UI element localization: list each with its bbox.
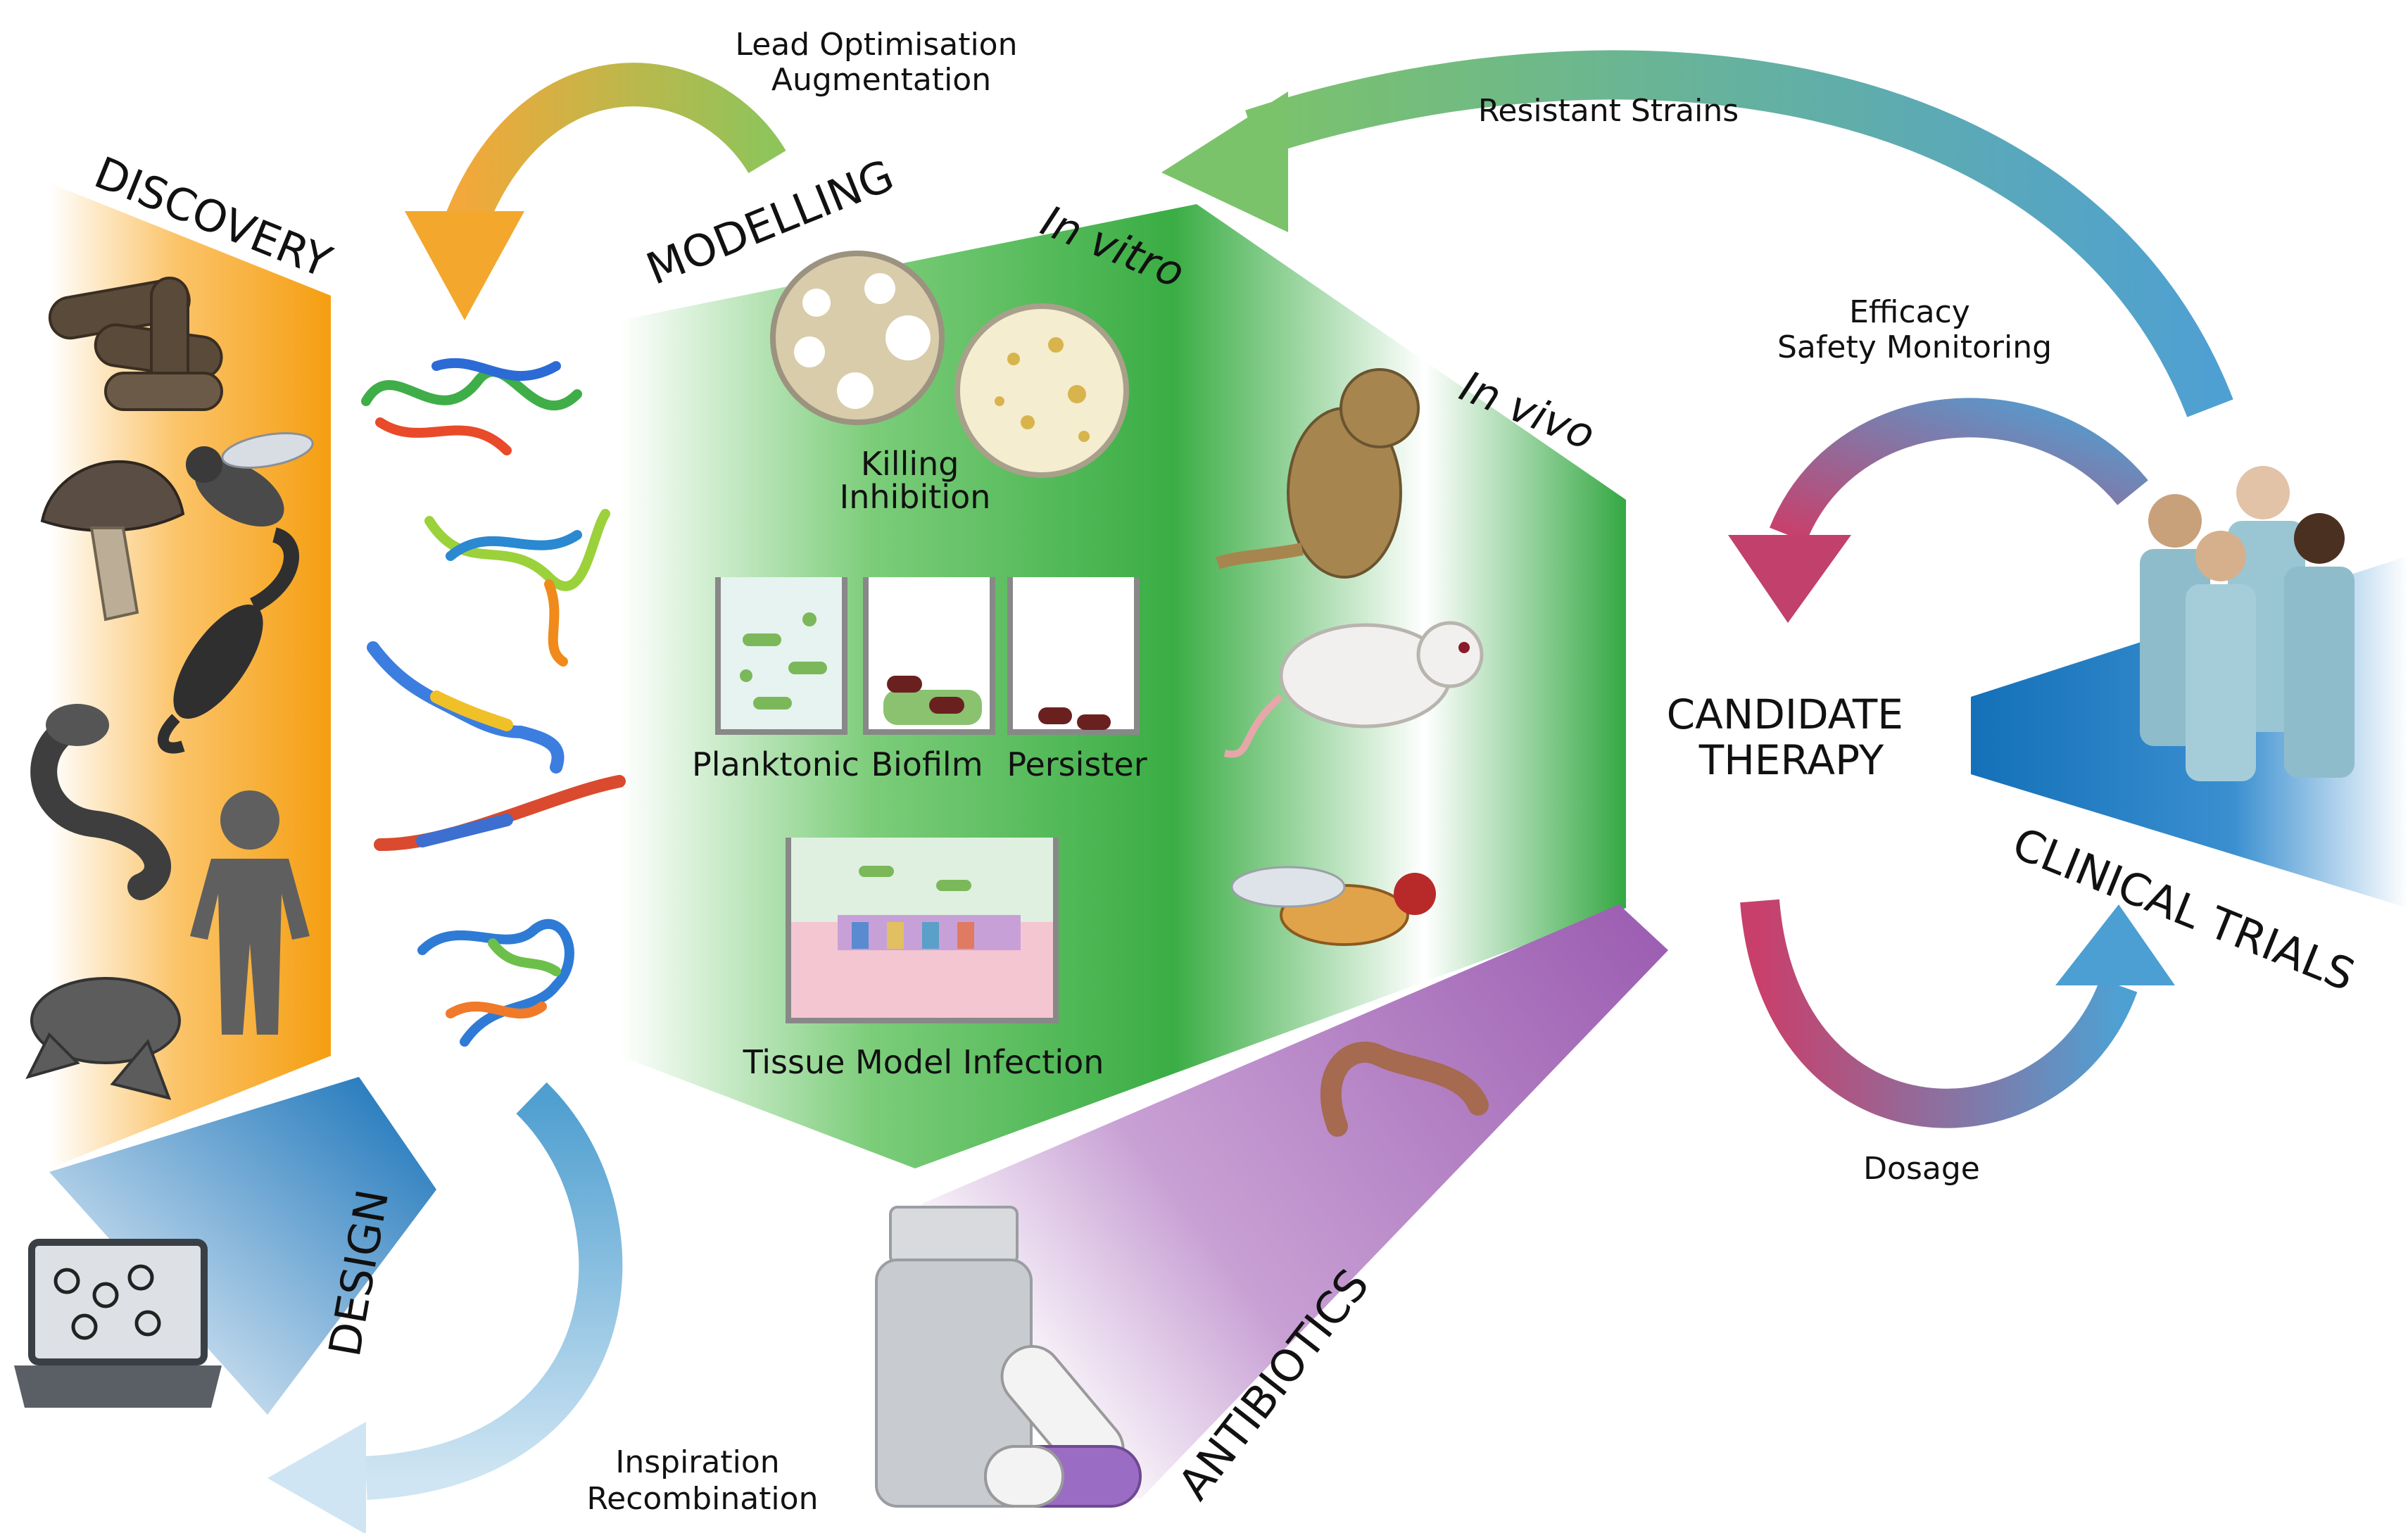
killing-inhibition-text: Killing Inhibition: [840, 445, 991, 516]
pill-bottle-icon: [875, 1206, 1033, 1508]
beaker-icon: [863, 577, 995, 735]
monkey-icon: [1216, 368, 1420, 579]
candidate-therapy-label: CANDIDATE THERAPY: [1667, 690, 1917, 784]
petri-dish-icon: [954, 303, 1129, 478]
protein-icon: [361, 358, 582, 455]
efficacy-arrow: [1728, 398, 2148, 623]
dosage-arrow: [1740, 899, 2175, 1128]
patients-icon: [2140, 466, 2355, 781]
snake-icon: [30, 704, 171, 900]
mouse-icon: [1223, 621, 1484, 758]
protein-icon: [424, 509, 610, 667]
protein-icon: [417, 919, 574, 1047]
biofilm-label: Biofilm: [871, 745, 983, 783]
capsule-icon: [984, 1344, 1142, 1508]
petri-dish-icon: [770, 251, 945, 425]
frog-icon: [25, 977, 181, 1100]
protein-icon: [374, 775, 626, 851]
resistant-strains-arrow: [1161, 50, 2233, 417]
human-icon: [190, 790, 310, 1035]
fly-icon: [1230, 866, 1436, 946]
laptop-icon: [14, 1239, 222, 1408]
dosage-text: Dosage: [1863, 1151, 1980, 1187]
protein-icon: [367, 641, 565, 774]
bacteria-icon: [48, 277, 223, 411]
beaker-icon: [1007, 577, 1140, 735]
beaker-icon: [715, 577, 847, 735]
inspiration-arrow: [267, 1082, 623, 1533]
transwell-icon: [786, 838, 1059, 1023]
tissue-model-label: Tissue Model Infection: [743, 1043, 1104, 1081]
bee-icon: [186, 432, 314, 527]
design-panel: [49, 1077, 436, 1415]
resistant-strains-text: Resistant Strains: [1478, 93, 1739, 129]
mushroom-icon: [40, 460, 185, 622]
antibiotics-panel: [922, 904, 1668, 1499]
lead-optimisation-arrow: [405, 63, 786, 320]
worm-icon: [1320, 1042, 1489, 1137]
inspiration-text: Inspiration Recombination: [587, 1444, 819, 1517]
lead-optimisation-text: Lead Optimisation Augmentation: [736, 27, 1028, 98]
scorpion-icon: [157, 527, 299, 754]
persister-label: Persister: [1007, 745, 1147, 783]
planktonic-label: Planktonic: [692, 745, 859, 783]
efficacy-text: Efficacy Safety Monitoring: [1777, 294, 2052, 365]
